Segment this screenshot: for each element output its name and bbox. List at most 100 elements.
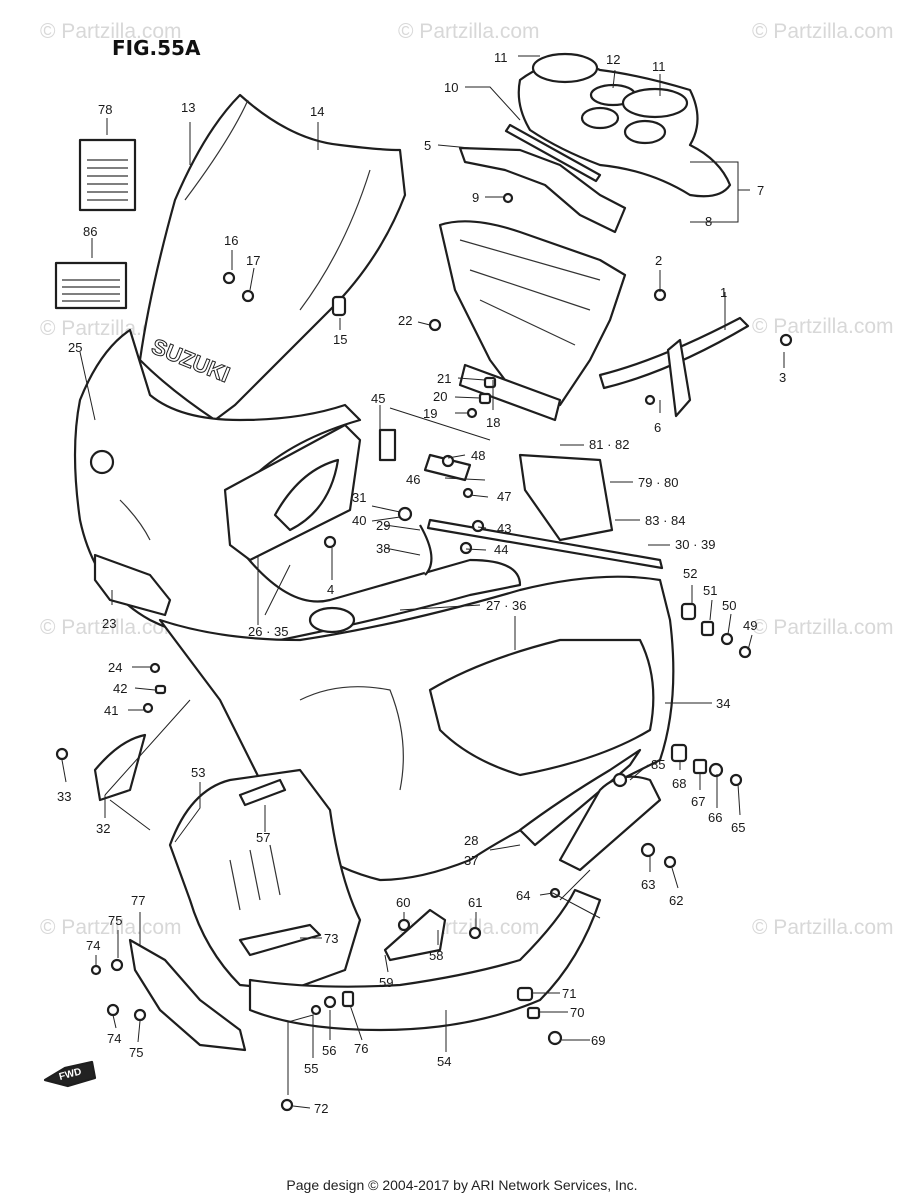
- callout: 63: [641, 877, 655, 892]
- callout: 66: [708, 810, 722, 825]
- callout: 42: [113, 681, 127, 696]
- bracket-arm: [558, 775, 662, 872]
- callout: 9: [472, 190, 479, 205]
- hose-29: [419, 524, 433, 576]
- watermark: © Partzilla.com: [40, 616, 182, 639]
- callout: 23: [102, 616, 116, 631]
- callout: 48: [471, 448, 485, 463]
- callout: 75: [108, 913, 122, 928]
- meter-cushion: [504, 123, 602, 183]
- bracket-plate-73: [238, 923, 322, 957]
- callout: 71: [562, 986, 576, 1001]
- callout: 58: [429, 948, 443, 963]
- callout: 22: [398, 313, 412, 328]
- callout: 61: [468, 895, 482, 910]
- callout: 52: [683, 566, 697, 581]
- callout: 76: [354, 1041, 368, 1056]
- meter-hole-1: [580, 106, 620, 130]
- stay-57: [238, 778, 287, 807]
- callout: 81 · 82: [589, 437, 629, 452]
- part-drawings: SUZUKI: [43, 52, 793, 1112]
- callout: 70: [570, 1005, 584, 1020]
- warning-label-78: [78, 138, 137, 212]
- callout: 64: [516, 888, 530, 903]
- callout: 18: [486, 415, 500, 430]
- callout: 57: [256, 830, 270, 845]
- callout: 2: [655, 253, 662, 268]
- watermark: © Partzilla.com: [40, 916, 182, 939]
- watermark: © Partzilla.com: [752, 20, 894, 43]
- callout: 28: [464, 833, 478, 848]
- callout: 69: [591, 1033, 605, 1048]
- callout: 65: [731, 820, 745, 835]
- callout: 21: [437, 371, 451, 386]
- callout: 78: [98, 102, 112, 117]
- callout: 49: [743, 618, 757, 633]
- callout: 41: [104, 703, 118, 718]
- callout: 72: [314, 1101, 328, 1116]
- cover-81: [518, 453, 614, 542]
- callout: 11: [494, 50, 508, 65]
- watermark: © Partzilla.com: [752, 616, 894, 639]
- windscreen-trim-13: [184, 99, 249, 201]
- callout: 77: [131, 893, 145, 908]
- callout: 79 · 80: [638, 475, 678, 490]
- bracket-58: [383, 908, 447, 962]
- windscreen: [138, 93, 407, 422]
- meter-ring-left: [531, 52, 599, 84]
- callout: 12: [606, 52, 620, 67]
- callout: 40: [352, 513, 366, 528]
- callout: 55: [304, 1061, 318, 1076]
- callout: 24: [108, 660, 122, 675]
- side-emblem: [518, 748, 642, 847]
- callout: 43: [497, 521, 511, 536]
- callout: 6: [654, 420, 661, 435]
- fasteners: [55, 192, 793, 1112]
- callout: 73: [324, 931, 338, 946]
- callout: 60: [396, 895, 410, 910]
- trim-strip-30: [426, 518, 664, 570]
- callout: 50: [722, 598, 736, 613]
- fwd-arrow: [43, 1060, 97, 1088]
- callout: 51: [703, 583, 717, 598]
- meter-bracket: [458, 146, 627, 234]
- callout: 54: [437, 1054, 451, 1069]
- callout: 53: [191, 765, 205, 780]
- callout: 30 · 39: [675, 537, 715, 552]
- figure-title: FIG.55A: [112, 36, 201, 60]
- callout: 14: [310, 104, 324, 119]
- brace-bar-arm: [666, 338, 692, 418]
- callout: 56: [322, 1043, 336, 1058]
- callout: 29: [376, 518, 390, 533]
- meter-ring-right: [621, 87, 689, 119]
- callout: 5: [424, 138, 431, 153]
- callout: 68: [672, 776, 686, 791]
- callout: 62: [669, 893, 683, 908]
- headlight-bezel: [93, 553, 172, 617]
- callout: 8: [705, 214, 712, 229]
- page-footer: Page design © 2004-2017 by ARI Network S…: [286, 1177, 638, 1193]
- callout: 74: [107, 1031, 121, 1046]
- callout: 33: [57, 789, 71, 804]
- callout: 1: [720, 285, 727, 300]
- callout: 74: [86, 938, 100, 953]
- callout: 67: [691, 794, 705, 809]
- callout: 34: [716, 696, 730, 711]
- side-trim-plate: [128, 938, 247, 1052]
- callout: 83 · 84: [645, 513, 685, 528]
- callout: 11: [652, 59, 666, 74]
- callout: 75: [129, 1045, 143, 1060]
- callout: 26 · 35: [248, 624, 288, 639]
- callout: 44: [494, 542, 508, 557]
- watermark: © Partzilla.com: [398, 20, 540, 43]
- vent-oval: [308, 606, 356, 634]
- bracket-45: [378, 428, 397, 462]
- callout: 4: [327, 582, 334, 597]
- callout: 85: [651, 757, 665, 772]
- watermark: © Partzilla.com: [752, 916, 894, 939]
- callout: 7: [757, 183, 764, 198]
- callout: 15: [333, 332, 347, 347]
- callout: 45: [371, 391, 385, 406]
- callout: 3: [779, 370, 786, 385]
